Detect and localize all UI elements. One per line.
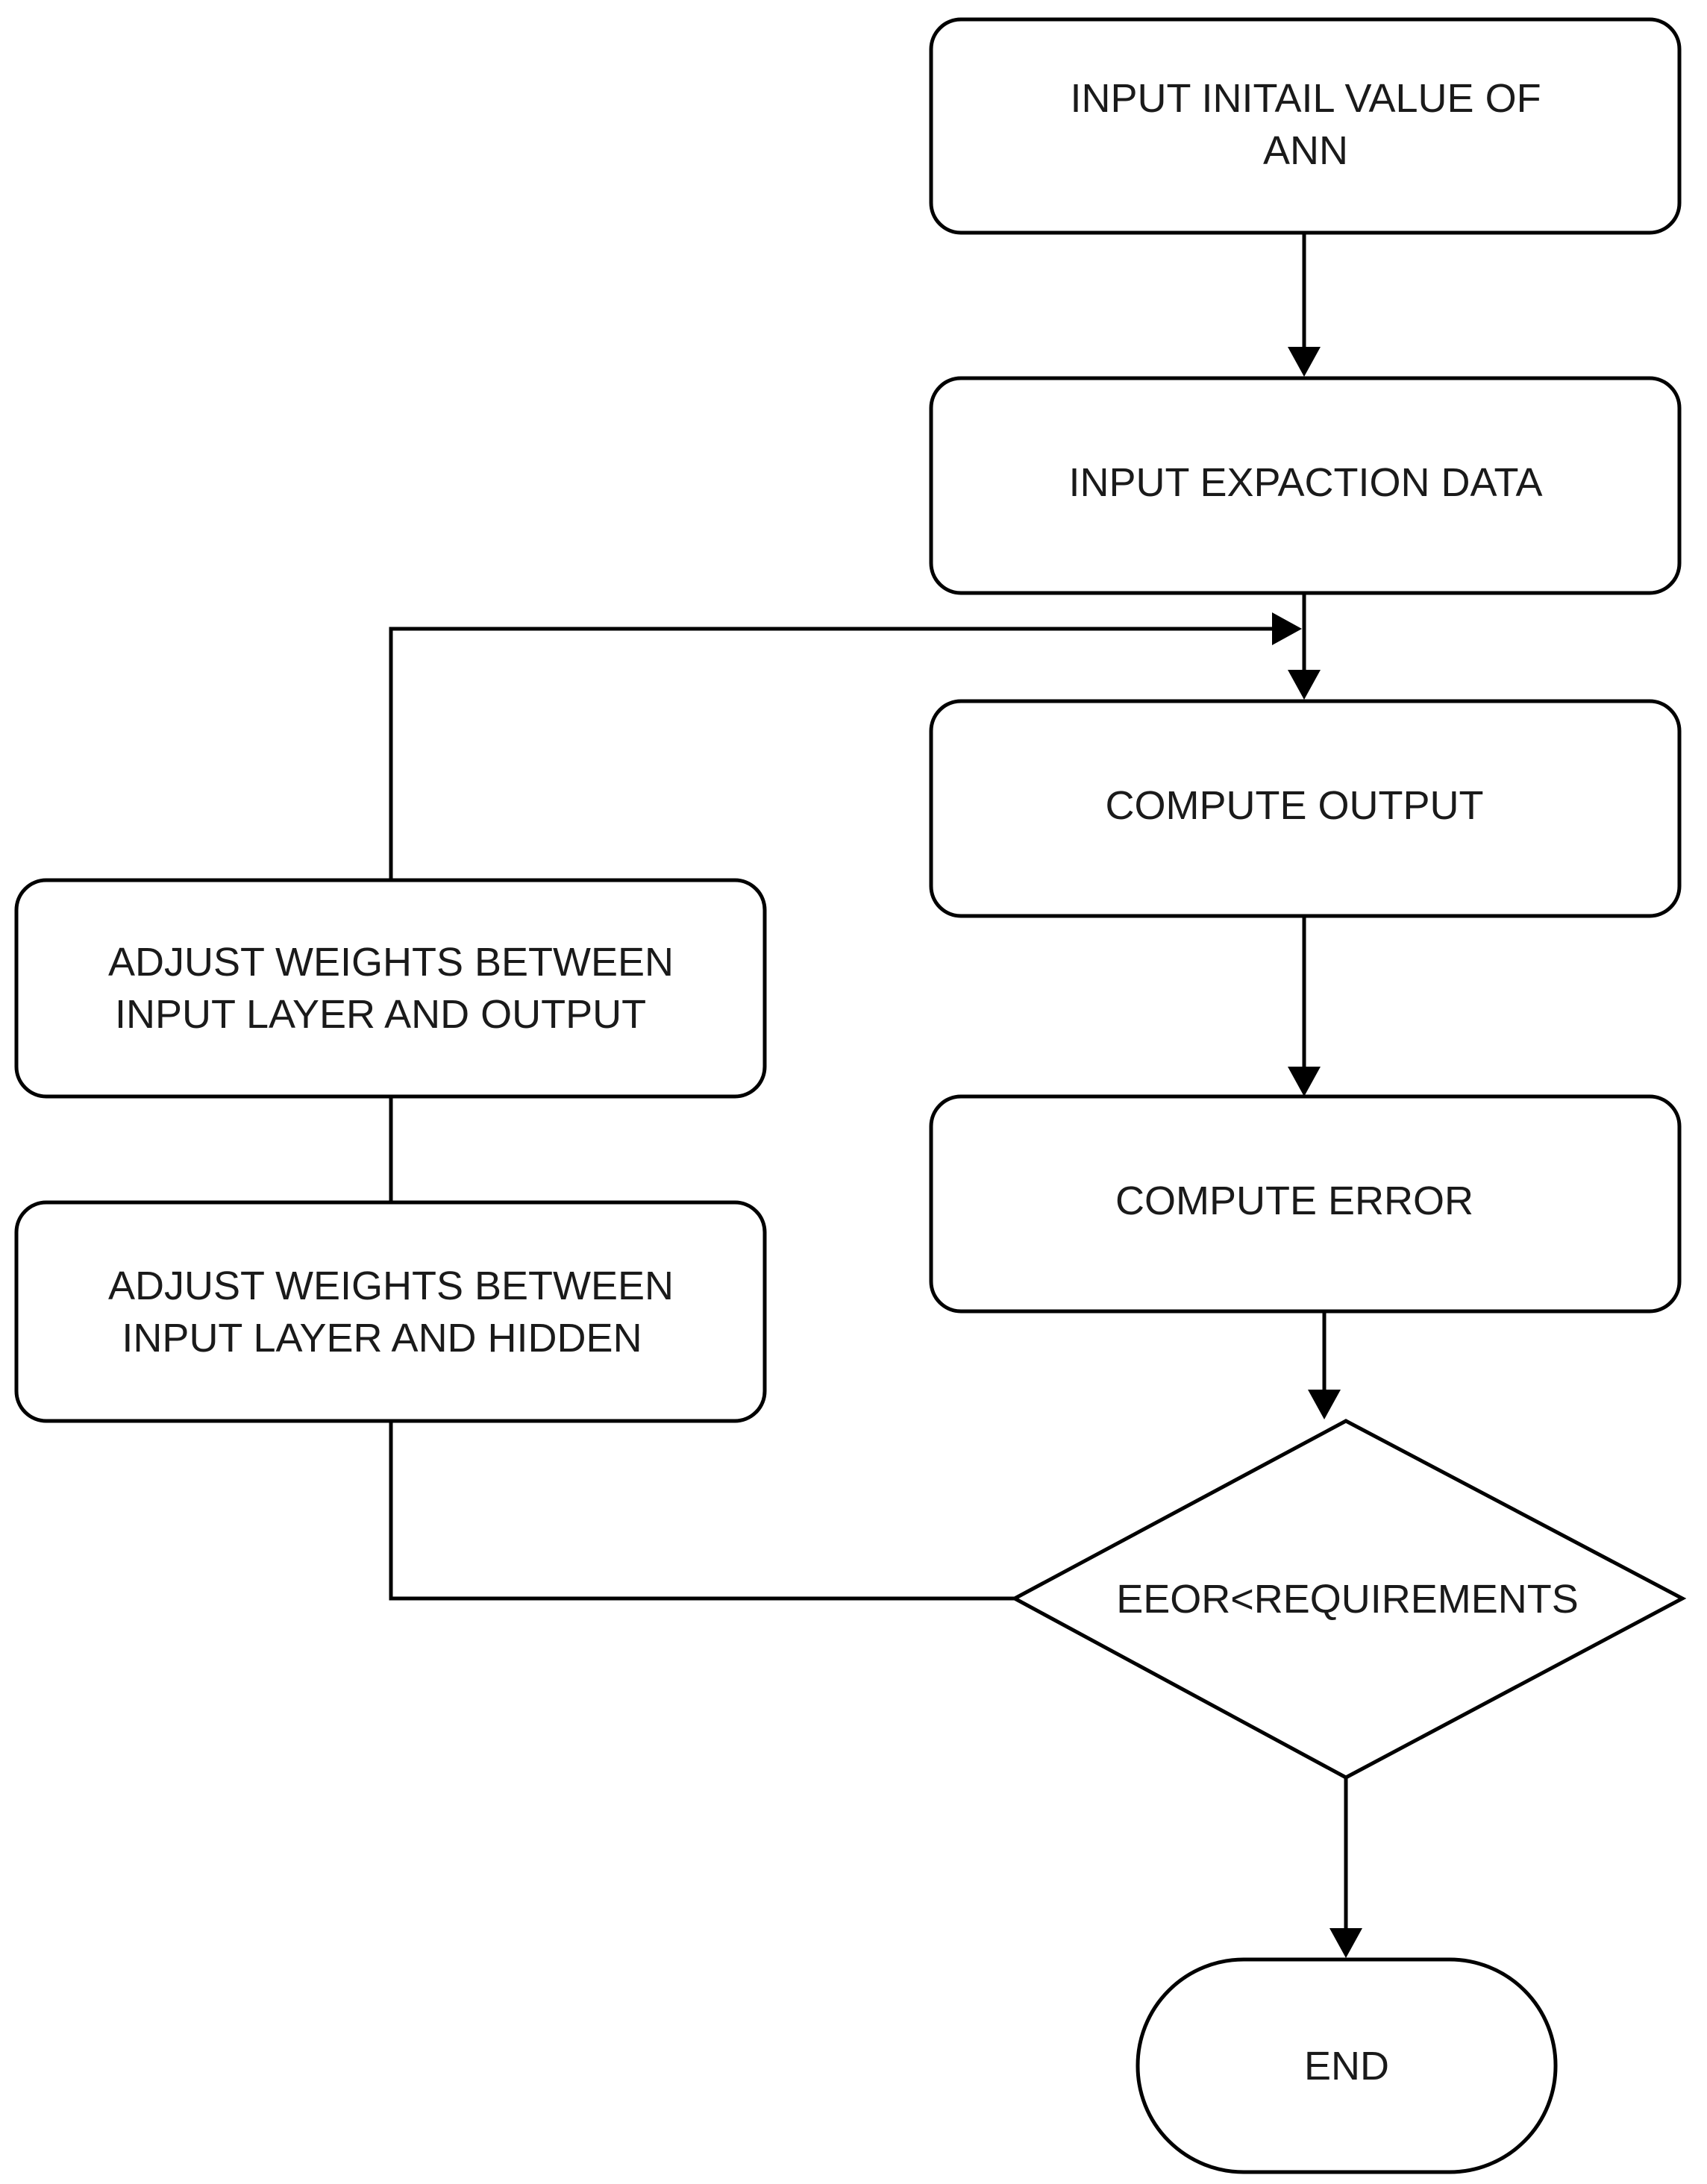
arrowhead-to-end [1329, 1928, 1362, 1958]
connector-loop-back [389, 627, 1276, 880]
label-adjust-hidden-line2: INPUT LAYER AND HIDDEN [122, 1316, 642, 1361]
arrowhead-to-error [1288, 1067, 1321, 1096]
node-adjust-weights-output [14, 878, 767, 1099]
arrowhead-loop-back [1272, 612, 1302, 645]
label-compute-error: COMPUTE ERROR [1115, 1179, 1473, 1223]
node-decision [1010, 1419, 1687, 1780]
label-decision: EEOR<REQUIREMENTS [1116, 1577, 1579, 1622]
node-input-initial-value [929, 17, 1682, 235]
arrowhead-to-output [1288, 670, 1321, 700]
label-input-initial-line1: INPUT INITAIL VALUE OF [1070, 76, 1541, 121]
node-adjust-weights-hidden [14, 1200, 767, 1423]
label-adjust-output-line2: INPUT LAYER AND OUTPUT [115, 992, 646, 1037]
arrowhead-to-expaction [1288, 347, 1321, 377]
label-input-initial-line2: ANN [1263, 128, 1348, 173]
node-end [1136, 1957, 1558, 2174]
label-adjust-output-line1: ADJUST WEIGHTS BETWEEN [108, 940, 674, 985]
node-compute-output [929, 699, 1682, 918]
node-input-expaction-data [929, 376, 1682, 595]
label-input-expaction: INPUT EXPACTION DATA [1068, 460, 1542, 505]
label-compute-output: COMPUTE OUTPUT [1106, 783, 1484, 828]
label-adjust-hidden-line1: ADJUST WEIGHTS BETWEEN [108, 1264, 674, 1308]
arrowhead-to-decision [1308, 1390, 1341, 1419]
node-compute-error [929, 1094, 1682, 1314]
label-end: END [1304, 2044, 1389, 2089]
connector-decision-to-adjust-hidden [389, 1421, 1015, 1601]
